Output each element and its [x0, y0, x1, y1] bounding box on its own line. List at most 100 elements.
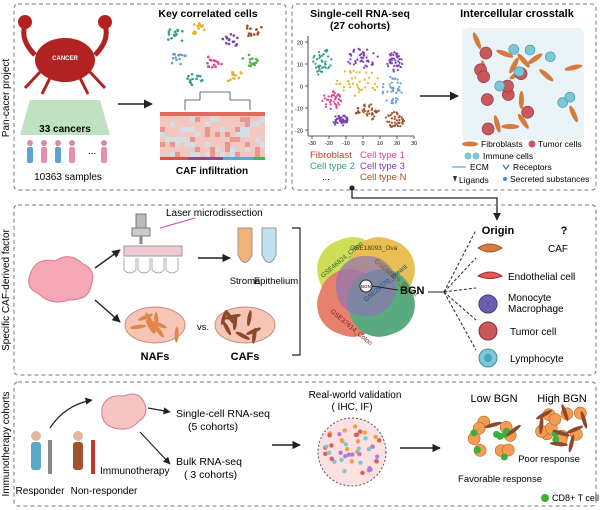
high-bgn-scene [535, 404, 588, 453]
legend-cell-type-2: Cell type 2 [310, 161, 355, 172]
panel-pan-cancer: Pan-cacer project CANCER 33 cancers ... … [1, 3, 597, 221]
arrow-to-microscope [94, 249, 121, 269]
svg-text:CANCER: CANCER [52, 56, 78, 62]
legend-ligands: Ligands [459, 175, 489, 185]
validation-tissue-icon [317, 417, 387, 487]
legend-dots: ... [322, 172, 330, 183]
legend-tumor-cells: Tumor cells [538, 139, 582, 149]
legend-ecm: ECM [470, 162, 489, 172]
cd8-legend-label: CD8+ T cell [552, 493, 599, 503]
arrow-to-bulk [139, 431, 171, 465]
stroma-label: Stroma [230, 276, 261, 287]
bgn-label: BGN [400, 285, 425, 297]
bulk-cohorts-label: ( 3 cohorts) [184, 469, 237, 481]
svg-text:20: 20 [297, 41, 303, 47]
svg-text:0: 0 [300, 85, 303, 91]
legend-fibroblasts: Fibroblasts [481, 139, 523, 149]
crosstalk-legend: Fibroblasts Tumor cells Immune cells ECM… [452, 139, 589, 185]
legend-cell-type-n: Cell type N [360, 172, 407, 183]
arrow-to-tumor-3 [49, 397, 93, 429]
origin-monocyte: Monocyte [508, 293, 552, 304]
non-responder-label: Non-responder [71, 486, 138, 497]
bgn-pointer [371, 285, 399, 291]
microscope-icon [123, 213, 196, 274]
crosstalk-illustration [462, 28, 584, 140]
favorable-response-label: Favorable response [458, 474, 542, 485]
tumor-cell-icon [478, 321, 498, 341]
panel-border-1a [13, 3, 287, 191]
caf-heatmap [160, 91, 265, 160]
origin-caf: CAF [548, 244, 568, 255]
origin-lymphocyte: Lymphocyte [510, 354, 564, 365]
svg-text:-20: -20 [295, 129, 303, 135]
cancer-funnel [20, 100, 110, 135]
sc-cohorts-label: (5 cohorts) [188, 421, 238, 433]
panel-border-1b [291, 3, 597, 191]
endothelial-icon [476, 271, 504, 279]
panel-border-2 [13, 204, 597, 376]
scrna-title: Single-cell RNA-seq [310, 8, 410, 20]
nafs-label: NAFs [141, 351, 170, 363]
svg-text:10: 10 [377, 141, 383, 147]
legend-receptors: Receptors [513, 162, 552, 172]
caf-dish-icon [214, 306, 276, 344]
legend-cell-type-3: Cell type 3 [360, 161, 405, 172]
arrow-to-dishes [94, 299, 121, 323]
svg-text:-20: -20 [325, 141, 333, 147]
panel-immunotherapy: Immunotherapy cohorts Responder Non-resp… [1, 381, 599, 507]
responder-label: Responder [16, 486, 66, 497]
tumor-tissue-icon [101, 393, 147, 430]
panel-caf-factor: Specific CAF-derived factor Laser microd… [1, 204, 597, 376]
validation-sub-label: ( IHC, IF) [331, 402, 372, 413]
svg-text:-10: -10 [295, 107, 303, 113]
svg-text:20: 20 [394, 141, 400, 147]
scrna-cohorts: (27 cohorts) [330, 20, 390, 32]
venn-center-label: BGN [361, 284, 371, 289]
sc-rna-label: Single-cell RNA-seq [176, 408, 270, 420]
epithelium-label: Epithelium [254, 276, 298, 287]
tissue-icon [28, 256, 94, 303]
connector-to-origin [351, 190, 501, 221]
ellipsis: ... [88, 146, 96, 157]
side-label-caf-factor: Specific CAF-derived factor [1, 228, 12, 350]
cafs-label: CAFs [231, 351, 260, 363]
vs-label: vs. [197, 322, 209, 333]
origin-macrophage: Macrophage [508, 304, 564, 315]
lymphocyte-icon [478, 348, 498, 368]
side-label-immunotherapy: Immunotherapy cohorts [1, 391, 12, 496]
connector-dot [349, 185, 355, 191]
cancers-count: 33 cancers [39, 124, 91, 135]
legend-secreted: Secreted substances [510, 174, 589, 184]
samples-count: 10363 samples [34, 172, 102, 183]
svg-text:GSE18093_Ova: GSE18093_Ova [350, 245, 398, 252]
legend-cell-type-1: Cell type 1 [360, 150, 405, 161]
immunotherapy-label: Immunotherapy [100, 466, 169, 477]
epithelium-tube-icon [261, 227, 277, 263]
high-bgn-label: High BGN [537, 393, 587, 405]
key-cells-tsne [166, 21, 263, 87]
patients-icon: ... [27, 140, 107, 163]
bulk-rna-label: Bulk RNA-seq [176, 456, 242, 468]
macrophage-icon [478, 294, 498, 314]
origin-dashes [443, 229, 477, 351]
caf-origin-icon [477, 243, 503, 253]
panel-border-3 [13, 381, 597, 507]
legend-immune-cells: Immune cells [483, 151, 533, 161]
crosstalk-title: Intercellular crosstalk [460, 8, 575, 20]
key-cells-title: Key correlated cells [158, 8, 257, 20]
legend-fibroblast: Fibroblast [310, 150, 352, 161]
svg-text:-10: -10 [342, 141, 350, 147]
crab-word-cloud-icon: CANCER [18, 15, 112, 95]
low-bgn-scene [467, 415, 521, 461]
low-bgn-label: Low BGN [470, 393, 517, 405]
svg-text:0: 0 [361, 141, 364, 147]
origin-label: Origin [482, 225, 515, 237]
non-responder-icon [73, 431, 95, 474]
caf-infiltration-label: CAF infiltration [176, 166, 248, 177]
stroma-tube-icon [237, 227, 253, 263]
question-mark: ? [561, 225, 568, 237]
umap-legend: Fibroblast Cell type 2 ... Cell type 1 C… [310, 150, 407, 183]
origin-endothelial: Endothelial cell [508, 272, 575, 283]
